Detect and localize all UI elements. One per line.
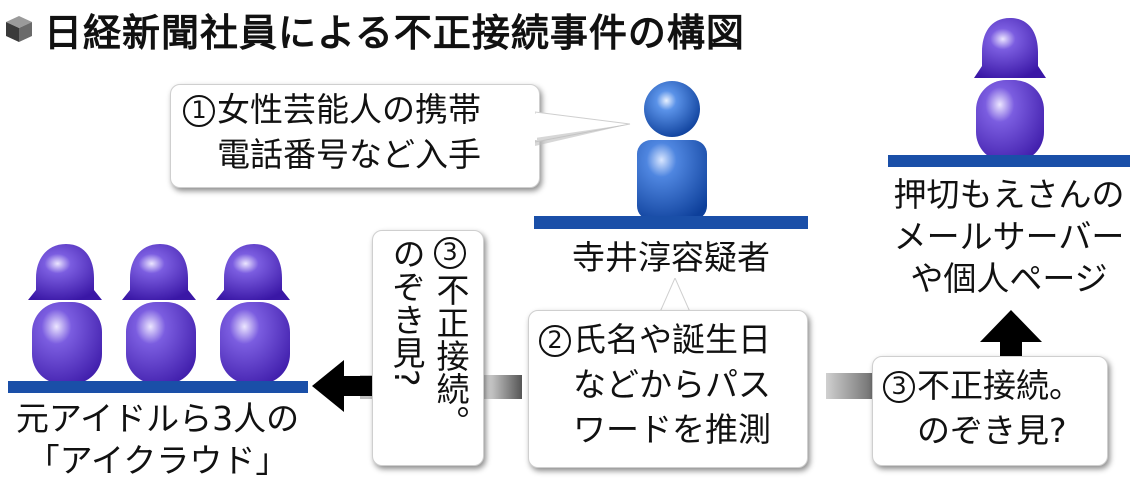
- step3-right-line-2: のぞき見?: [917, 411, 1067, 450]
- cube-icon: [6, 16, 32, 42]
- victim-top-label: 押切もえさんの メールサーバー や個人ページ: [880, 174, 1138, 300]
- diagram-title: 日経新聞社員による不正接続事件の構図: [44, 11, 745, 55]
- female-person-icon: [122, 244, 196, 382]
- victim-top-label-line-2: メールサーバー: [893, 217, 1125, 256]
- step-number-badge: 2: [539, 325, 571, 357]
- step-number-badge: 3: [434, 237, 466, 269]
- victims-left-label: 元アイドルら3人の 「アイクラウド」: [0, 398, 315, 482]
- step2-line-2: などからパス: [573, 365, 771, 404]
- female-person-icon: [216, 244, 290, 382]
- step-number-badge: 3: [883, 371, 915, 403]
- female-person-icon: [28, 244, 102, 382]
- step3-left-text: 3不正接続。 のぞき見?: [384, 237, 472, 461]
- suspect-to-step2-tail: [659, 278, 691, 312]
- victims-left-group-icon: [28, 244, 290, 382]
- suspect-platform: [534, 216, 808, 229]
- step3-left-bubble: 3不正接続。 のぞき見?: [372, 230, 484, 466]
- victims-left-label-line-1: 元アイドルら3人の: [15, 399, 300, 438]
- step3-left-line-2: のぞき見?: [387, 237, 426, 387]
- arrow-left-icon: [312, 360, 372, 412]
- arrow-up-icon: [980, 310, 1042, 380]
- step2-line-3: ワードを推測: [573, 410, 771, 449]
- suspect-label: 寺井淳容疑者: [572, 238, 770, 277]
- victims-left-platform: [8, 381, 308, 393]
- step3-left-line-1: 3不正接続。: [431, 237, 470, 438]
- victim-top-label-line-1: 押切もえさんの: [893, 175, 1125, 214]
- victim-top-label-line-3: や個人ページ: [910, 259, 1108, 298]
- victim-top-person-icon: [974, 18, 1046, 158]
- step-number-badge: 1: [183, 95, 215, 127]
- victim-top-platform: [888, 155, 1130, 167]
- step1-line-2: 電話番号など入手: [217, 135, 481, 174]
- connector-bar-mid-left: [488, 375, 522, 399]
- victims-left-label-line-2: 「アイクラウド」: [26, 441, 289, 480]
- suspect-person-icon: [637, 81, 707, 218]
- step1-bubble-tail: [535, 111, 631, 146]
